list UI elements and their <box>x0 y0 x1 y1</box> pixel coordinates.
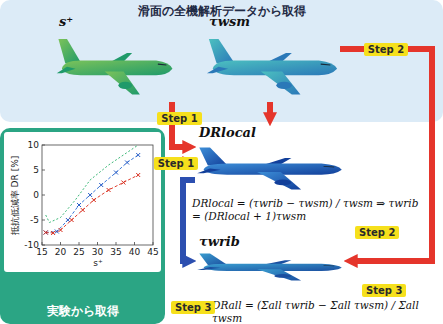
aircraft-illustration <box>205 28 340 102</box>
quantity-label: DRlocal <box>195 125 345 140</box>
axis-title: s⁺ <box>93 258 102 268</box>
axis-tick: -5 <box>30 215 39 225</box>
quantity-label: τwsm <box>205 14 340 29</box>
experiment-panel: 実験から取得 <box>0 128 165 324</box>
drag-reduction-chart <box>0 128 165 324</box>
step-tag: Step 1 <box>154 157 198 170</box>
axis-tick: 45 <box>147 247 158 257</box>
step-tag: Step 2 <box>364 43 408 56</box>
aircraft-illustration <box>195 248 345 284</box>
step-tag: Step 1 <box>157 112 201 125</box>
aircraft-figure: s⁺ <box>55 14 175 102</box>
equation: DRall = (Σall τwrib − Σall τwsm) / Σall … <box>212 299 438 324</box>
axis-tick: 35 <box>110 247 121 257</box>
axis-tick: 20 <box>55 247 66 257</box>
axis-tick: 0 <box>33 190 39 200</box>
axis-tick: 15 <box>36 247 47 257</box>
aircraft-figure: τwrib <box>195 234 345 284</box>
step-tag: Step 2 <box>355 226 399 239</box>
axis-tick: 30 <box>92 247 103 257</box>
source-band: 滑面の全機解析データから取得s⁺τwsm <box>0 0 443 122</box>
aircraft-illustration <box>55 28 175 102</box>
quantity-label: τwrib <box>195 234 345 249</box>
axis-tick: 25 <box>73 247 84 257</box>
axis-title: 抵抗低減率 DR [%] <box>10 155 23 234</box>
aircraft-illustration <box>195 139 345 195</box>
axis-tick: 5 <box>33 165 39 175</box>
step-tag: Step 3 <box>362 284 406 297</box>
axis-tick: 10 <box>28 140 39 150</box>
equation: DRlocal = (τwrib − τwsm) / τwsm ⇒ τwrib … <box>192 197 424 223</box>
panel-caption: 実験から取得 <box>47 303 119 324</box>
aircraft-figure: τwsm <box>205 14 340 102</box>
axis-tick: 40 <box>129 247 140 257</box>
aircraft-figure: DRlocal <box>195 125 345 195</box>
step-tag: Step 3 <box>171 301 215 314</box>
quantity-label: s⁺ <box>55 14 175 29</box>
